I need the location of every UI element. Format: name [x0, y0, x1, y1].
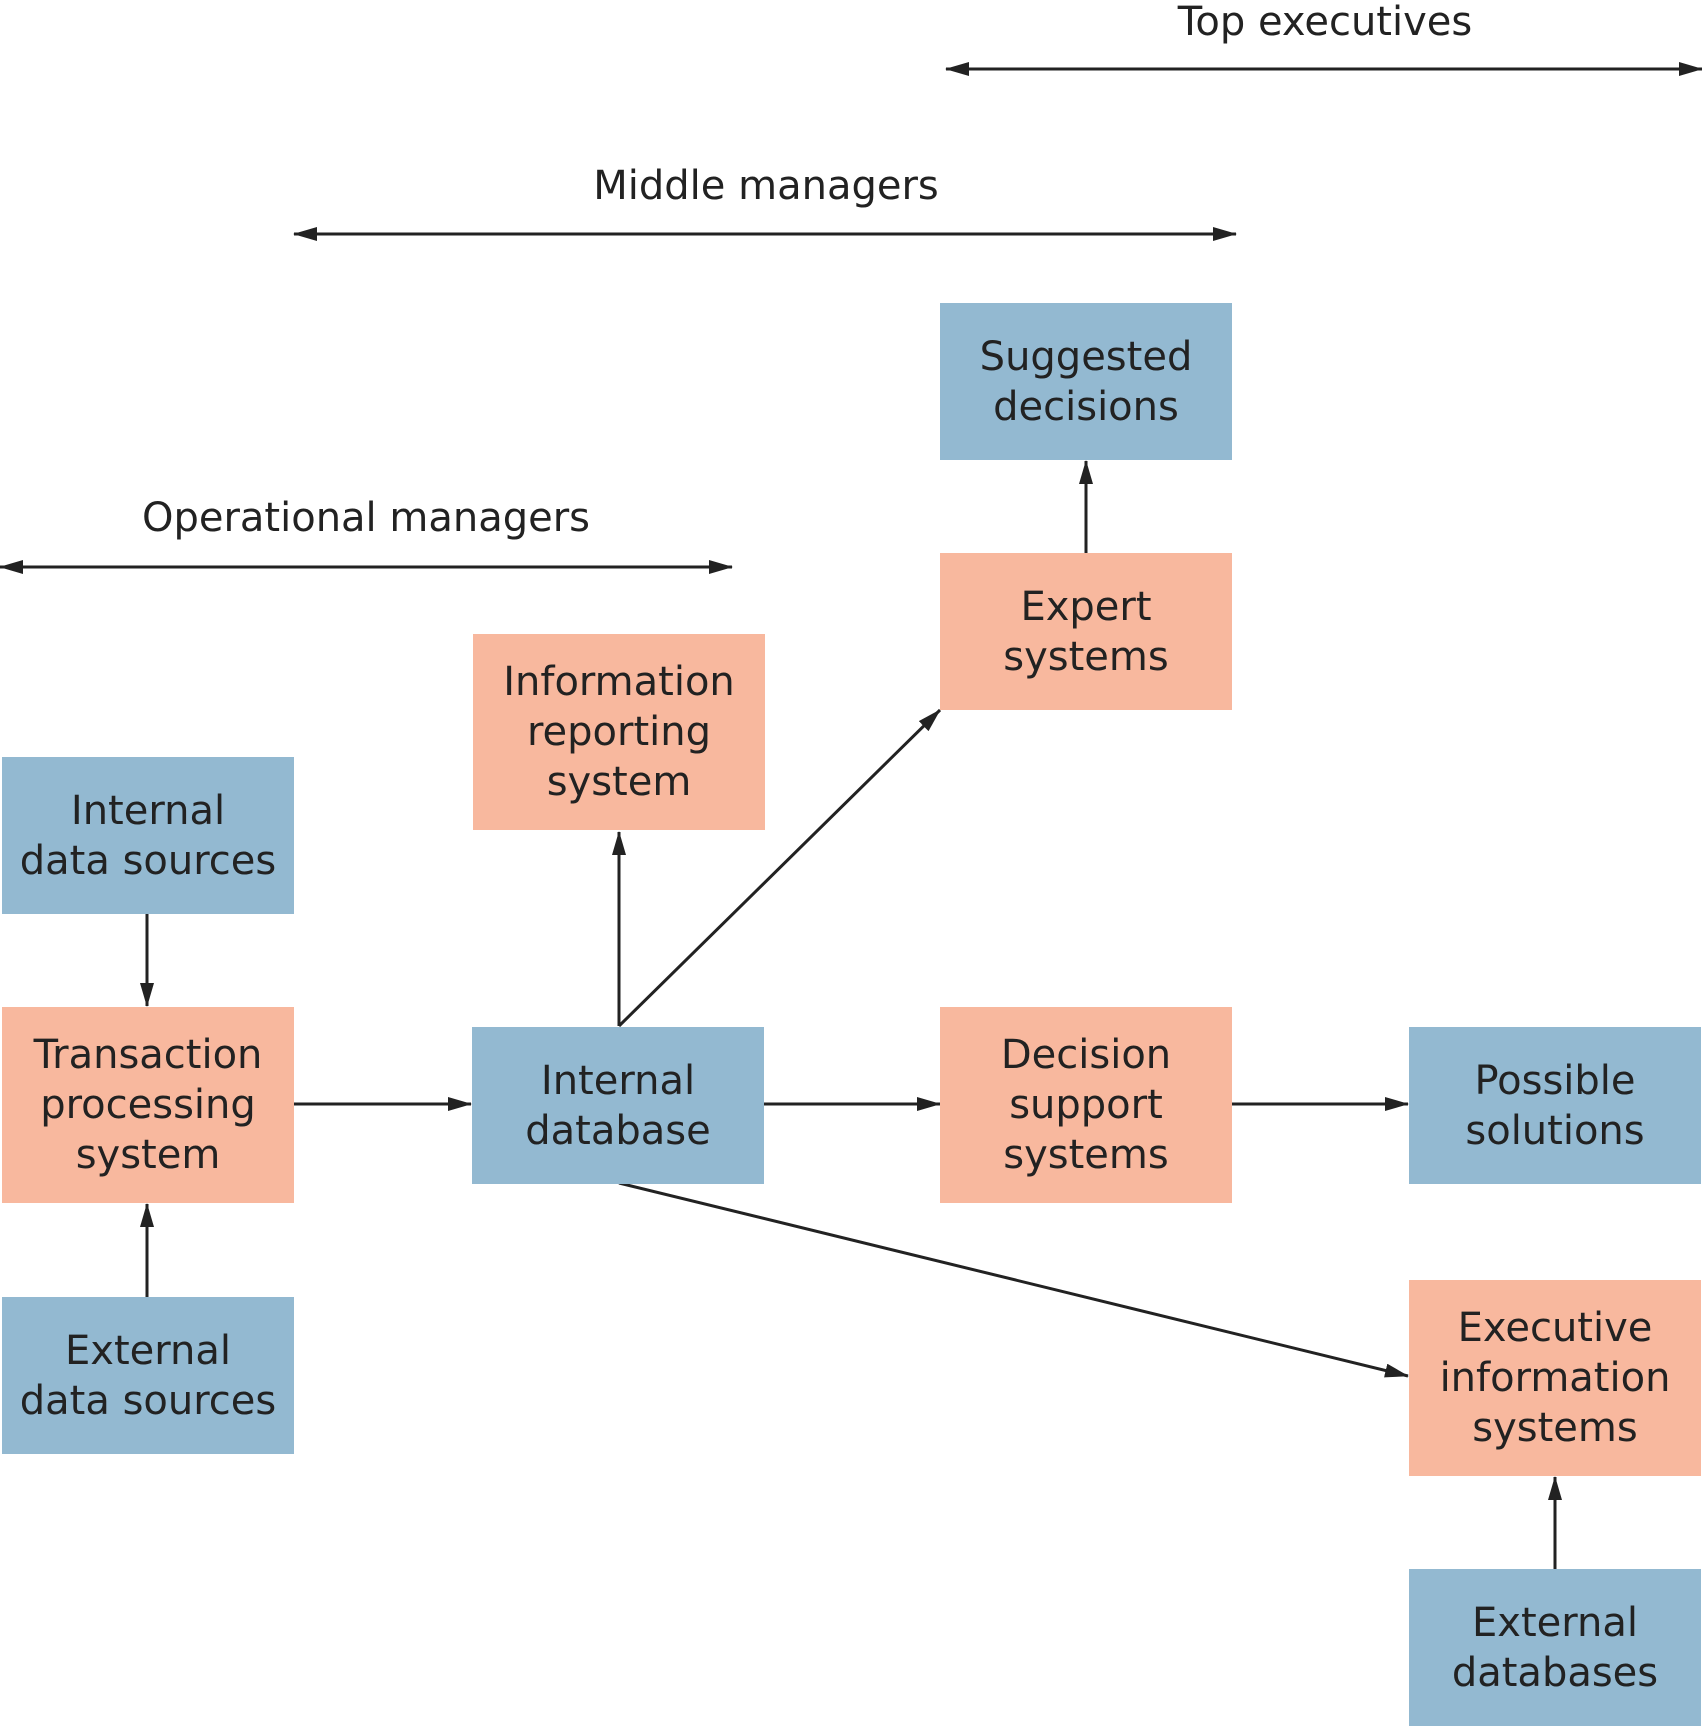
executive-information-systems-line-3: systems — [1472, 1405, 1638, 1451]
suggested-decisions-line-1: Suggested — [979, 333, 1193, 380]
transaction-processing-system-line-1: Transaction — [33, 1032, 263, 1078]
expert-systems-line-2: systems — [1003, 633, 1169, 680]
internal-data-sources-box: Internal data sources — [2, 757, 294, 914]
transaction-processing-system-box: Transaction processing system — [2, 1007, 294, 1203]
decision-support-systems-box: Decision support systems — [940, 1007, 1232, 1203]
external-data-sources-box: External data sources — [2, 1297, 294, 1454]
external-databases-line-1: External — [1472, 1599, 1638, 1646]
possible-solutions-box: Possible solutions — [1409, 1027, 1701, 1184]
internal-database-line-2: database — [525, 1107, 711, 1154]
transaction-processing-system-line-3: system — [75, 1132, 221, 1178]
information-reporting-system-line-3: system — [546, 759, 692, 805]
middle-managers-label: Middle managers — [593, 163, 939, 209]
operational-managers-label: Operational managers — [141, 495, 591, 541]
expert-systems-box: Expert systems — [940, 553, 1232, 710]
information-reporting-system-line-1: Information — [503, 659, 735, 705]
external-databases-line-2: databases — [1451, 1649, 1659, 1696]
executive-information-systems-line-1: Executive — [1457, 1305, 1653, 1351]
internal-database-line-1: Internal — [540, 1057, 696, 1104]
external-data-sources-line-1: External — [65, 1327, 231, 1374]
decision-support-systems-line-1: Decision — [1000, 1032, 1172, 1078]
information-reporting-system-line-2: reporting — [526, 709, 712, 755]
executive-information-systems-box: Executive information systems — [1409, 1280, 1701, 1476]
possible-solutions-line-1: Possible — [1474, 1057, 1636, 1104]
external-data-sources-line-2: data sources — [19, 1377, 277, 1424]
external-databases-box: External databases — [1409, 1569, 1701, 1726]
internal-data-sources-line-1: Internal — [70, 787, 226, 834]
expert-systems-line-1: Expert — [1020, 583, 1152, 630]
internal-data-sources-line-2: data sources — [19, 837, 277, 884]
arrow-internal-database-to-eis — [618, 1181, 1409, 1378]
decision-support-systems-line-3: systems — [1003, 1132, 1169, 1178]
information-reporting-system-box: Information reporting system — [473, 634, 765, 830]
transaction-processing-system-line-2: processing — [40, 1082, 256, 1128]
arrow-internal-database-to-expert-systems — [617, 708, 942, 1028]
decision-support-systems-line-2: support — [1009, 1082, 1163, 1128]
suggested-decisions-box: Suggested decisions — [940, 303, 1232, 460]
internal-database-box: Internal database — [472, 1027, 764, 1184]
executive-information-systems-line-2: information — [1439, 1355, 1671, 1401]
top-executives-label: Top executives — [1177, 0, 1473, 45]
possible-solutions-line-2: solutions — [1465, 1107, 1645, 1154]
suggested-decisions-line-2: decisions — [993, 383, 1179, 430]
